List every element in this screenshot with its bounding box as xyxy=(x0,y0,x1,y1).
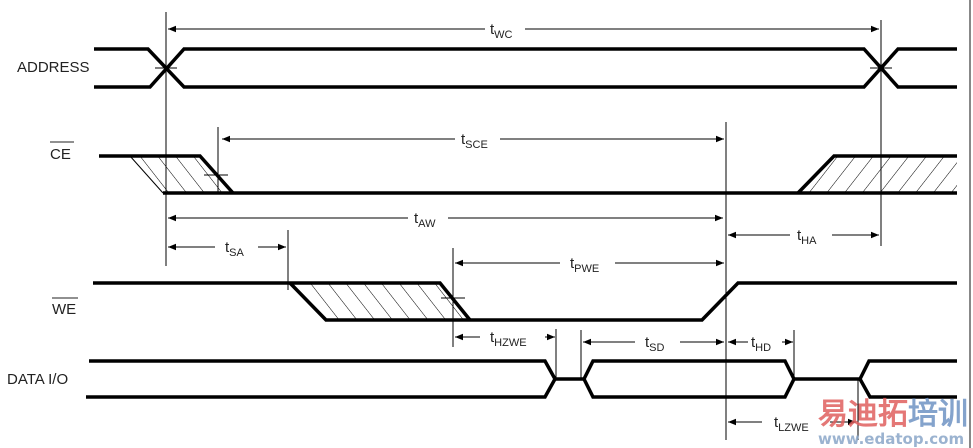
tha-label: tHA xyxy=(797,227,817,247)
svg-text:www.edatop.com: www.edatop.com xyxy=(818,430,964,448)
ce-waveform xyxy=(99,154,957,195)
tlzwe-label: tLZWE xyxy=(774,414,809,434)
we-waveform xyxy=(93,281,957,322)
svg-text:CE: CE xyxy=(50,146,71,163)
data-io-waveform xyxy=(86,359,957,399)
twc-label: tWC xyxy=(490,21,513,41)
svg-text:培: 培 xyxy=(908,397,938,432)
data-io-label: DATA I/O xyxy=(7,371,68,388)
tsa-label: tSA xyxy=(225,239,245,259)
address-waveform xyxy=(94,47,957,89)
svg-text:WE: WE xyxy=(52,301,76,318)
thzwe-label: tHZWE xyxy=(490,329,527,349)
tsd-label: tSD xyxy=(645,334,665,354)
timing-arrows xyxy=(168,25,879,426)
tsce-label: tSCE xyxy=(461,131,488,151)
address-label: ADDRESS xyxy=(17,59,90,76)
tpwe-label: tPWE xyxy=(570,255,599,275)
we-label: WE xyxy=(52,297,78,318)
watermark-logo: 易 迪 拓 培 训 www.edatop.com xyxy=(818,397,968,448)
thd-label: tHD xyxy=(751,334,771,354)
svg-text:拓: 拓 xyxy=(878,397,908,432)
svg-text:迪: 迪 xyxy=(848,397,878,432)
taw-label: tAW xyxy=(414,210,436,230)
svg-text:易: 易 xyxy=(818,397,848,432)
reference-lines xyxy=(155,12,892,440)
ce-label: CE xyxy=(50,141,74,163)
svg-text:训: 训 xyxy=(938,397,968,432)
